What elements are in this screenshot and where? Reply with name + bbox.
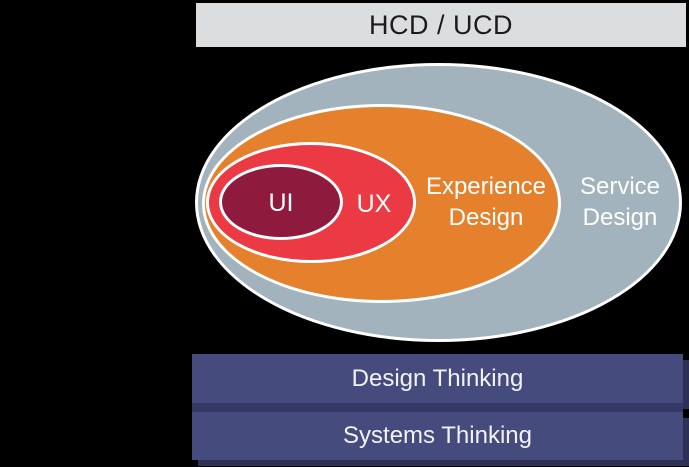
bar-separator [192, 403, 683, 412]
bar-systems-thinking: Systems Thinking [192, 412, 683, 460]
label-service-design: Service Design [579, 173, 661, 231]
design-thinking-label: Design Thinking [351, 364, 524, 392]
bar-design-thinking: Design Thinking [192, 354, 683, 403]
header-label: HCD / UCD [369, 9, 513, 40]
label-experience-design: Experience Design [425, 173, 547, 231]
systems-thinking-label: Systems Thinking [343, 422, 532, 449]
black-artifact-box [587, 313, 623, 335]
label-ui: UI [268, 189, 294, 217]
header-bar-hcd-ucd: HCD / UCD [196, 3, 686, 47]
label-ux: UX [356, 190, 392, 218]
ellipse-ui [219, 164, 343, 240]
